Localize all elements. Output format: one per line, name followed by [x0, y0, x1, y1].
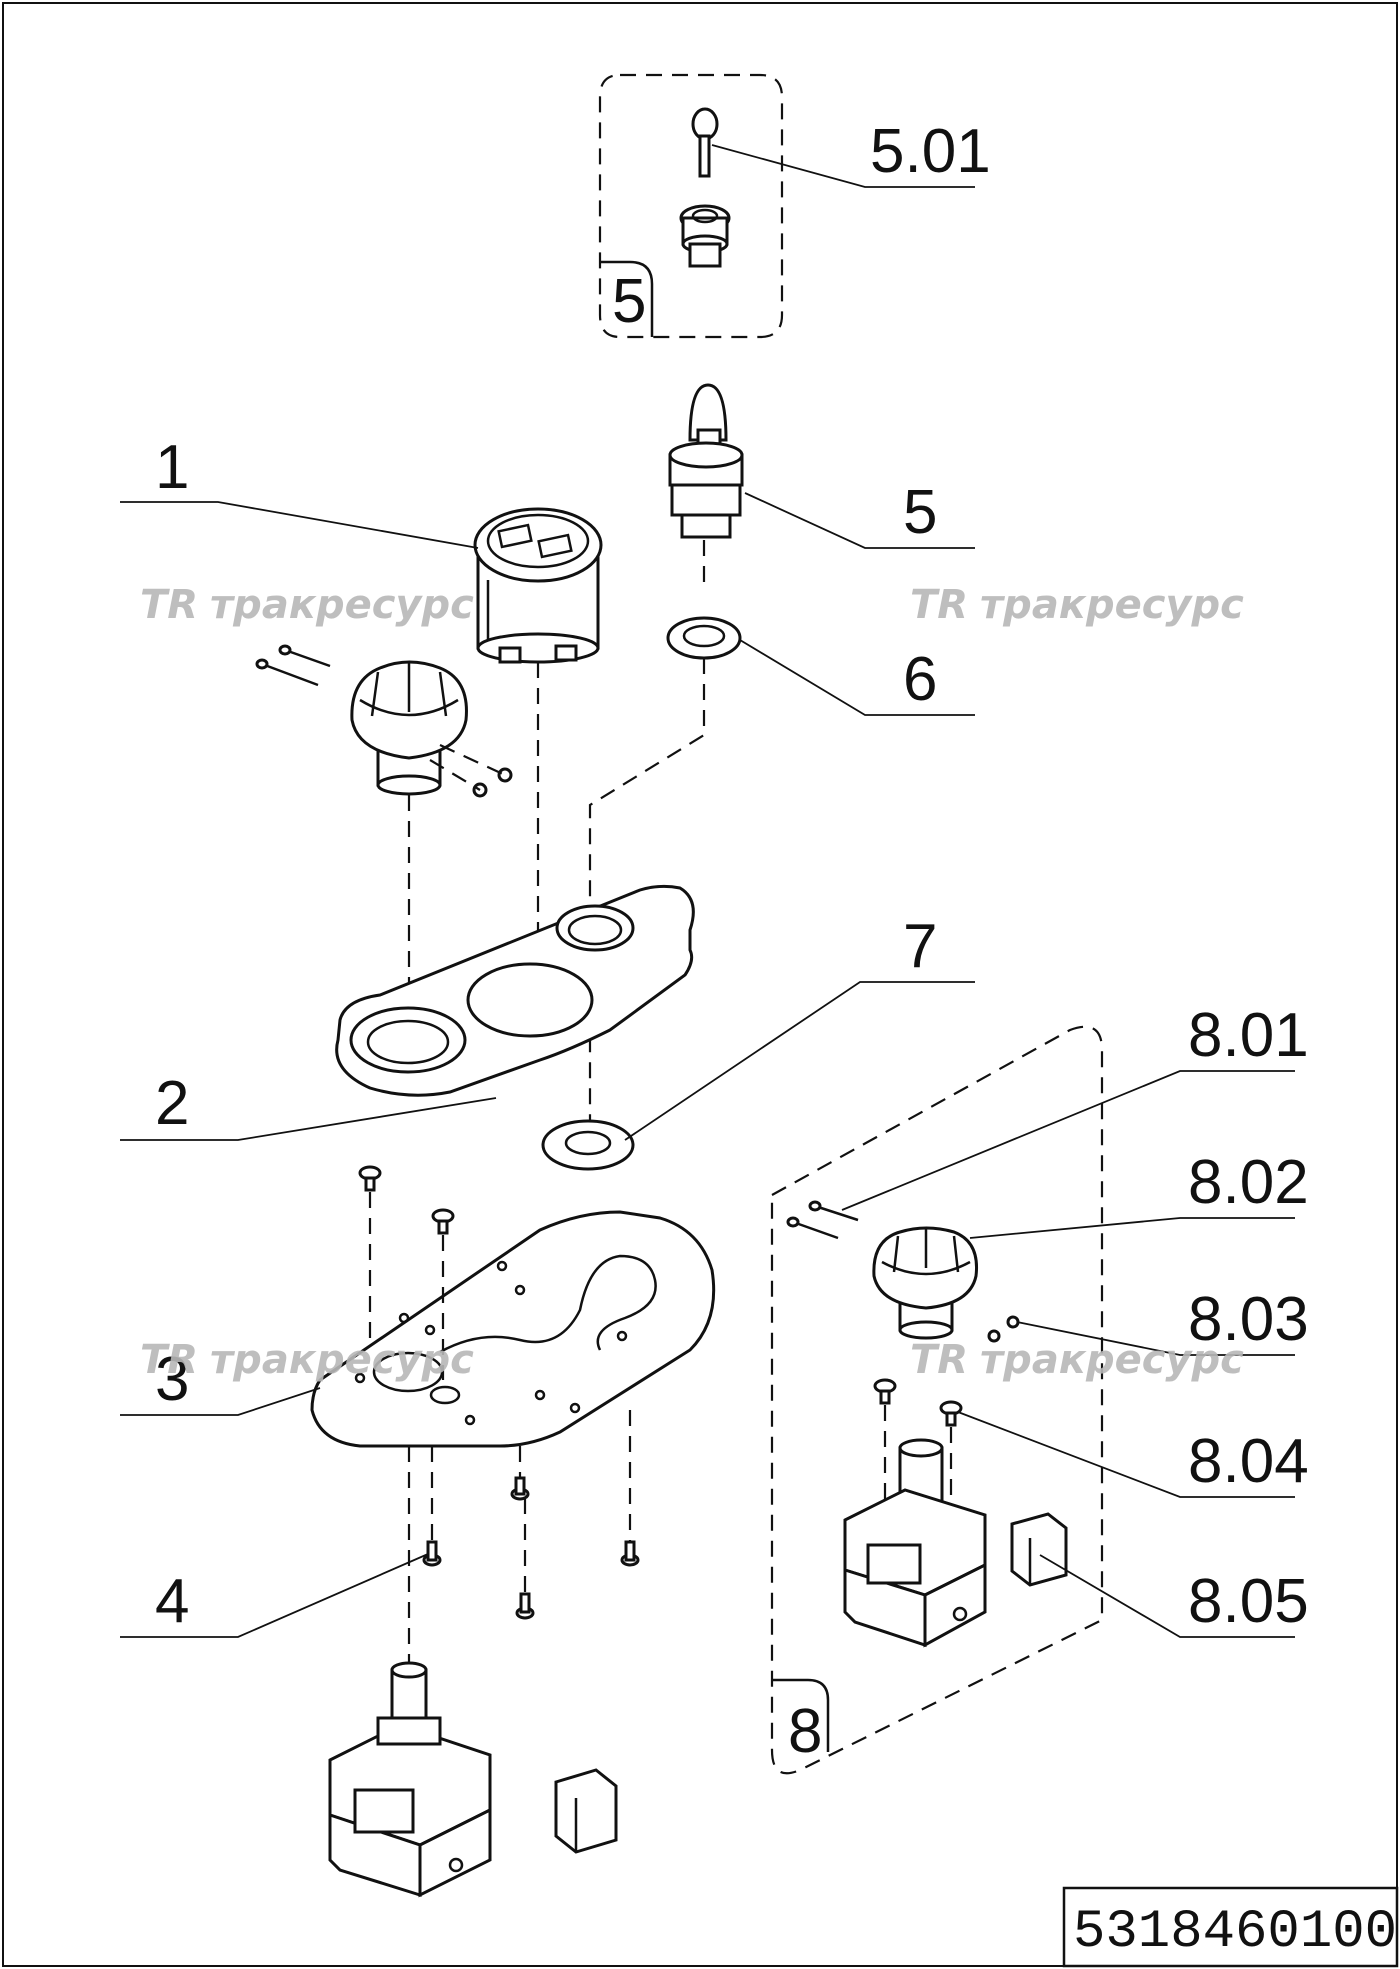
callout-8-05: 8.05	[1188, 1567, 1309, 1636]
group-8-detail: 8	[770, 1025, 1104, 1775]
battery-switch-8-icon	[843, 1438, 987, 1648]
screw-bottom-2-icon	[422, 1540, 442, 1567]
screw-bottom-1-icon	[510, 1476, 530, 1501]
knob-8-02-icon	[872, 1226, 979, 1340]
svg-text:тракресурс: тракресурс	[210, 1337, 474, 1383]
group-5-label-frame	[600, 260, 654, 337]
callout-3: 3	[155, 1345, 189, 1414]
screw-bottom-3-icon	[620, 1540, 640, 1567]
screw-top-left-icon	[358, 1165, 382, 1192]
callout-7: 7	[903, 912, 937, 981]
group-8-label-frame	[772, 1678, 830, 1752]
callout-8-group: 8	[788, 1697, 822, 1766]
lock-cylinder-icon	[679, 204, 731, 268]
callout-6: 6	[903, 645, 937, 714]
document-number-box: 531846010001	[1062, 1886, 1400, 1968]
svg-text:тракресурс: тракресурс	[210, 582, 474, 628]
watermark-top-right: TR тракресурс	[910, 582, 1244, 628]
screw-8-01-lower-icon	[786, 1216, 839, 1240]
group-5-dashed-boundary	[598, 73, 784, 339]
screw-8-04-left-icon	[873, 1378, 897, 1405]
screw-8-01-upper-icon	[808, 1200, 859, 1222]
svg-text:TR: TR	[140, 582, 198, 628]
mounting-plate-icon	[335, 884, 695, 1097]
group-8-dashed-boundary	[770, 1025, 1104, 1775]
callout-8-03: 8.03	[1188, 1285, 1309, 1354]
key-icon	[691, 107, 719, 178]
washer-icon	[541, 1119, 635, 1171]
screw-bottom-4-icon	[515, 1592, 535, 1620]
document-number: 531846010001	[1073, 1902, 1400, 1963]
screw-top-mid-icon	[431, 1208, 455, 1235]
battery-switch-icon	[328, 1661, 492, 1898]
callout-8-02: 8.02	[1188, 1148, 1309, 1217]
watermark-top-left: TR тракресурс	[140, 582, 474, 628]
callout-1: 1	[155, 433, 189, 502]
screw-left-lower-icon	[255, 658, 319, 687]
svg-text:TR: TR	[910, 582, 968, 628]
nut-8-03-lower-icon	[987, 1329, 1001, 1343]
callout-2: 2	[155, 1069, 189, 1138]
watermark-bottom-right: TR тракресурс	[910, 1337, 1244, 1383]
bottom-plate-icon	[310, 1210, 716, 1448]
knob-icon	[350, 660, 468, 796]
callout-4: 4	[155, 1567, 189, 1636]
usb-socket-icon	[473, 507, 603, 664]
group-5-detail: 5	[598, 73, 784, 339]
label-plate-8-05-icon	[1010, 1512, 1068, 1587]
callout-5-01: 5.01	[870, 117, 991, 186]
svg-text:TR: TR	[910, 1337, 968, 1383]
key-switch-icon	[668, 383, 744, 539]
screw-left-upper-icon	[278, 644, 331, 668]
nut-ring-icon	[666, 616, 742, 660]
callout-8-01: 8.01	[1188, 1001, 1309, 1070]
nut-8-03-upper-icon	[1006, 1315, 1020, 1329]
callout-5: 5	[903, 478, 937, 547]
svg-text:тракресурс: тракресурс	[980, 1337, 1244, 1383]
svg-text:тракресурс: тракресурс	[980, 582, 1244, 628]
nut-upper-icon	[497, 767, 513, 783]
svg-text:TR: TR	[140, 1337, 198, 1383]
screw-8-04-right-icon	[939, 1400, 963, 1427]
callout-8-04: 8.04	[1188, 1427, 1309, 1496]
watermark-bottom-left: TR тракресурс	[140, 1337, 474, 1383]
callout-5-group: 5	[612, 267, 646, 336]
label-plate-icon	[554, 1768, 618, 1854]
